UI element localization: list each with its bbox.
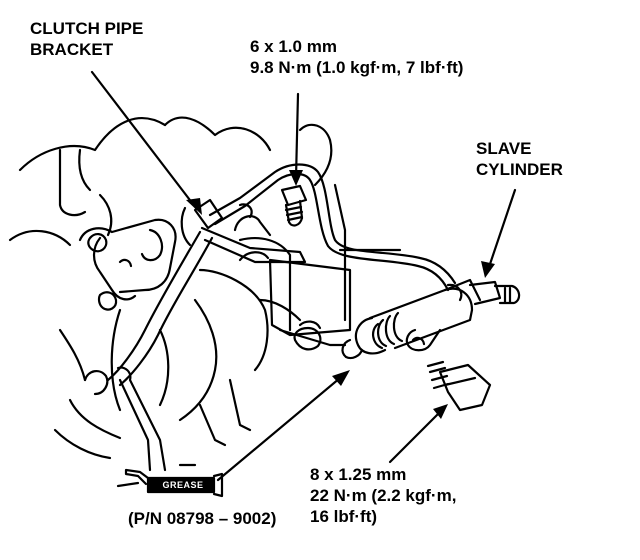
leader-lines [90,70,517,482]
left-mount-bracket [78,218,177,311]
label-line: CLUTCH PIPE [30,19,144,38]
top-bolt-spec-label: 6 x 1.0 mm 9.8 N·m (1.0 kgf·m, 7 lbf·ft) [250,36,463,78]
bolt-size: 6 x 1.0 mm [250,37,337,56]
label-line: BRACKET [30,40,114,59]
grease-tube-icon [116,463,224,498]
clutch-pipe-bracket [180,198,307,264]
bottom-bolt-leader [388,408,444,464]
top-bolt-graphic [280,184,308,227]
clutch-pipe-bracket-leader [90,70,198,210]
label-line: SLAVE [476,139,532,158]
arrowhead [433,404,448,419]
top-bolt-leader [294,92,300,180]
bolt-torque: 16 lbf·ft) [310,507,378,526]
grease-leader [216,376,342,482]
clutch-pipe-bracket-label: CLUTCH PIPE BRACKET [30,18,143,60]
bottom-bolt-spec-label: 8 x 1.25 mm 22 N·m (2.2 kgf·m, 16 lbf·ft… [310,464,456,527]
arrowhead [186,198,202,215]
arrowhead [289,170,303,186]
clutch-hose [106,230,214,387]
leader-arrowheads [186,170,495,419]
bolt-torque: 22 N·m (2.2 kgf·m, [310,486,457,505]
grease-part-number: (P/N 08798 – 9002) [128,509,277,528]
clutch-pipe [208,163,457,292]
slave-cylinder-leader [486,188,517,272]
slave-mount-housing [238,251,352,337]
slave-cylinder-graphic [341,278,521,360]
label-line: CYLINDER [476,160,563,179]
grease-tube-label: GREASE [162,480,204,490]
bottom-bolt-graphic [426,360,492,412]
arrowhead [481,261,495,278]
arrowhead [332,370,350,386]
bolt-size: 8 x 1.25 mm [310,465,407,484]
bolt-torque: 9.8 N·m (1.0 kgf·m, 7 lbf·ft) [250,58,464,77]
slave-cylinder-label: SLAVE CYLINDER [476,138,563,180]
lower-left-components [53,328,227,472]
transmission-housing [8,116,402,432]
